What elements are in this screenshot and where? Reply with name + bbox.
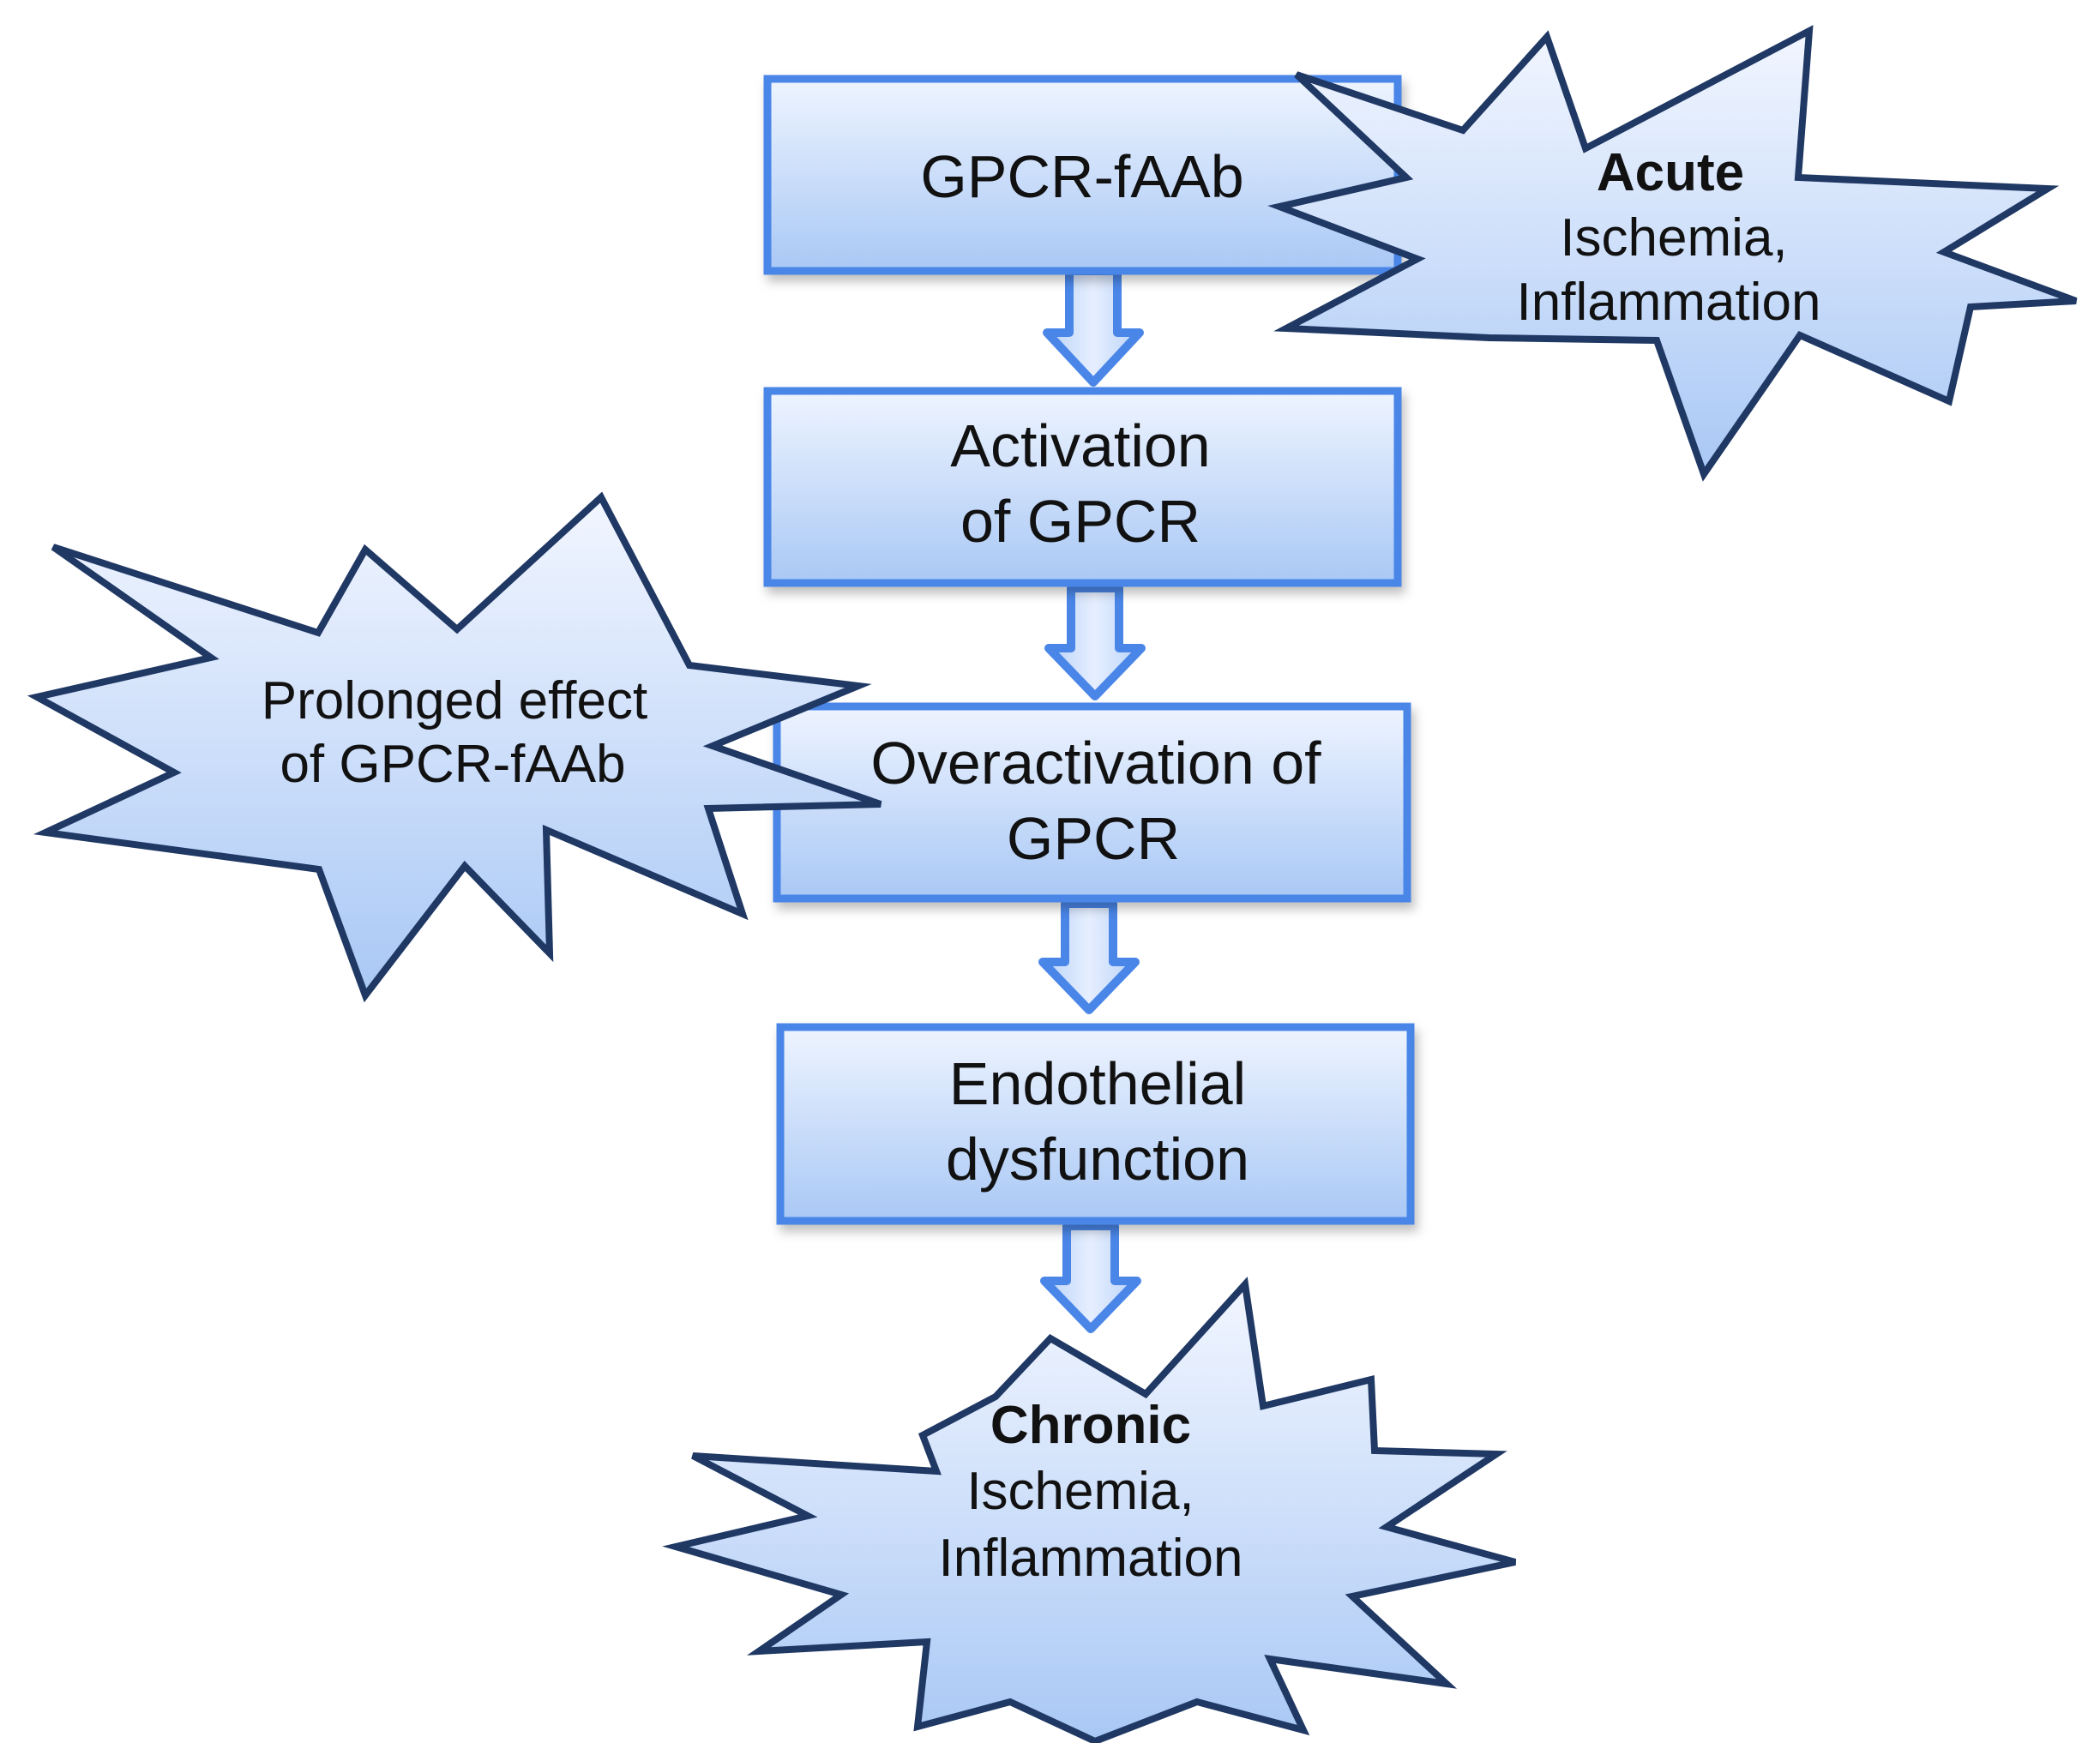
arrow-4 xyxy=(1040,1222,1141,1333)
box2-line1: Activation xyxy=(950,412,1210,479)
prolonged-line2: of GPCR-fAAb xyxy=(280,735,625,794)
acute-burst: Acute Ischemia, Inflammation xyxy=(1267,25,2078,482)
flow-box-gpcr-fAAb: GPCR-fAAb xyxy=(763,75,1402,275)
box3-line2: GPCR xyxy=(1007,805,1180,872)
flow-box-endothelial: Endothelial dysfunction xyxy=(776,1023,1415,1225)
arrow-1 xyxy=(1043,267,1144,387)
box3-line1: Overactivation of xyxy=(870,730,1321,796)
box4-line2: dysfunction xyxy=(946,1126,1249,1193)
chronic-burst: Chronic Ischemia, Inflammation xyxy=(662,1277,1517,1743)
chronic-line2: Ischemia, xyxy=(966,1462,1194,1521)
prolonged-burst: Prolonged effect of GPCR-fAAb xyxy=(27,491,882,1003)
flow-box-activation: Activation of GPCR xyxy=(763,387,1402,587)
chronic-line3: Inflammation xyxy=(939,1529,1243,1588)
arrow-2 xyxy=(1044,584,1146,700)
arrow-3 xyxy=(1038,899,1140,1014)
acute-line2: Ischemia, xyxy=(1560,208,1787,267)
acute-title: Acute xyxy=(1597,143,1744,202)
acute-line3: Inflammation xyxy=(1517,273,1821,332)
box4-line1: Endothelial xyxy=(949,1050,1246,1117)
box2-line2: of GPCR xyxy=(960,488,1200,555)
box1-label: GPCR-fAAb xyxy=(920,143,1243,210)
prolonged-line1: Prolonged effect xyxy=(262,671,647,730)
flow-box-overactivation: Overactivation of GPCR xyxy=(773,702,1411,903)
chronic-title: Chronic xyxy=(990,1396,1191,1455)
